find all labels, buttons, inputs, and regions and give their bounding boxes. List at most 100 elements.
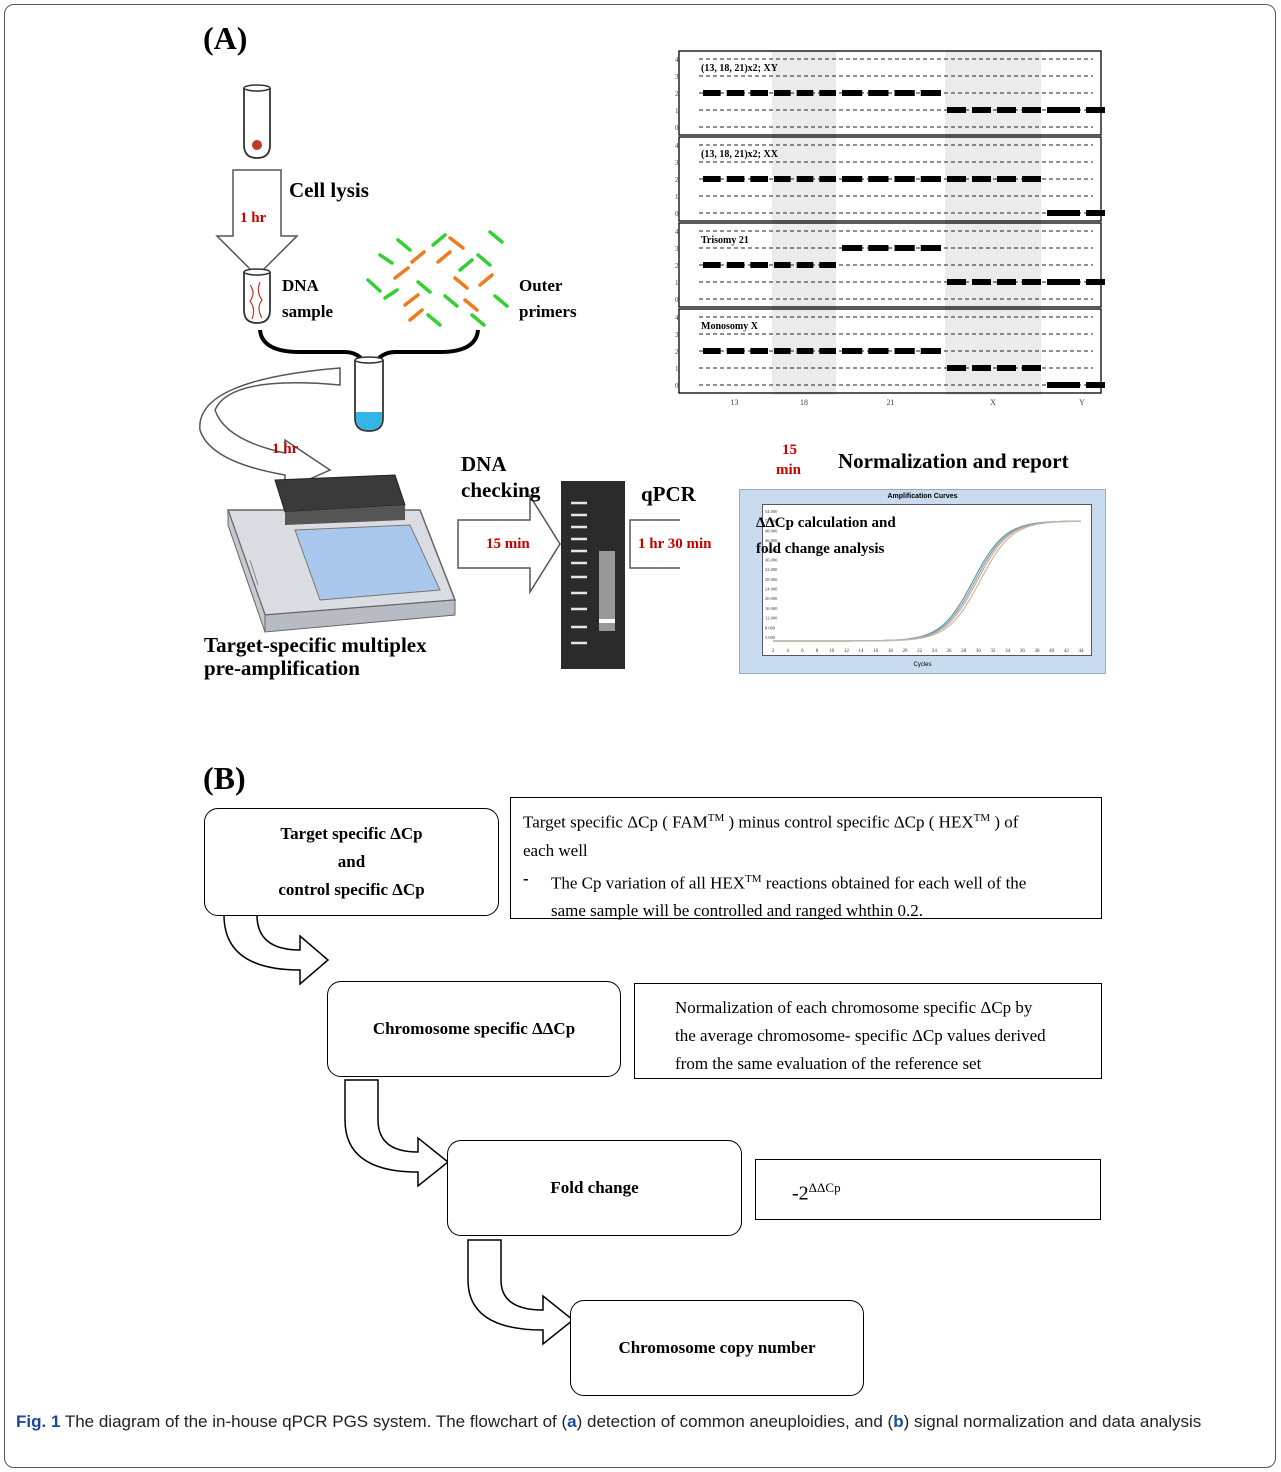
note1-bullet-c: same sample will be controlled and range… xyxy=(551,901,924,921)
copy-bar-18 xyxy=(796,262,814,268)
copy-bar-18 xyxy=(796,348,814,354)
cell-tube-icon xyxy=(243,84,271,159)
copy-bar-21 xyxy=(920,176,941,182)
note1-sup3: TM xyxy=(745,872,762,885)
copy-bar-21 xyxy=(894,176,915,182)
copy-bar-21 xyxy=(894,348,915,354)
caption-text-c: ) signal normalization and data analysis xyxy=(903,1412,1202,1431)
copy-bar-13 xyxy=(726,176,745,182)
copy-y-tick: 2 xyxy=(675,176,679,184)
copy-y-tick: 3 xyxy=(675,331,679,339)
note1-line2: each well xyxy=(523,840,588,860)
amp-x-tick: 6 xyxy=(801,649,804,654)
copy-bar-X xyxy=(997,365,1016,371)
copy-bar-18 xyxy=(819,262,836,268)
copy-bar-Y xyxy=(1047,210,1080,216)
gel-image xyxy=(561,481,625,669)
step-fold-change: Fold change xyxy=(447,1140,742,1236)
lysis-down-arrow xyxy=(215,169,299,278)
copy-x-tick: 13 xyxy=(731,398,739,407)
step1-line3: control specific ΔCp xyxy=(278,880,425,899)
amp-y-tick: 24.000 xyxy=(765,587,778,592)
copy-bar-Y xyxy=(1047,279,1080,285)
copy-y-tick: 1 xyxy=(675,279,679,287)
copy-bar-13 xyxy=(726,90,745,96)
flow-arrow-3 xyxy=(467,1239,575,1346)
step-chromosome-ddcp: Chromosome specific ΔΔCp xyxy=(327,981,621,1077)
amp-y-tick: 52.000 xyxy=(765,519,778,524)
copy-bar-18 xyxy=(796,176,814,182)
copy-panel-title: Trisomy 21 xyxy=(701,235,749,246)
amp-x-tick: 24 xyxy=(932,649,938,654)
note1-bullet-b: reactions obtained for each well of the xyxy=(761,873,1027,893)
figure-caption: Fig. 1 The diagram of the in-house qPCR … xyxy=(16,1410,1266,1434)
copy-y-tick: 4 xyxy=(675,56,679,64)
copy-bar-X xyxy=(947,107,966,113)
copy-x-tick: X xyxy=(990,398,996,407)
outer-primers-label-1: Outer xyxy=(519,276,563,295)
mix-tube-icon xyxy=(354,356,384,432)
copy-bar-18 xyxy=(796,90,814,96)
note3-base: -2 xyxy=(792,1182,809,1205)
note2-line2: the average chromosome- specific ΔCp val… xyxy=(675,1026,1046,1045)
amp-y-tick: 28.000 xyxy=(765,577,778,582)
note1-sup1: TM xyxy=(707,812,725,824)
note-fold-change-formula: -2ΔΔCp xyxy=(755,1159,1101,1220)
amp-x-tick: 16 xyxy=(873,649,879,654)
copy-bar-X xyxy=(972,365,991,371)
copy-bar-X xyxy=(1022,279,1041,285)
amp-x-tick: 36 xyxy=(1020,649,1026,654)
note1-bullet-dash: - xyxy=(523,868,529,888)
copy-bar-21 xyxy=(868,245,889,251)
panel-a-label: (A) xyxy=(203,20,248,56)
copy-bar-13 xyxy=(750,348,768,354)
qpcr-time: 1 hr 30 min xyxy=(638,536,712,552)
copy-bar-X xyxy=(947,176,966,182)
copy-bar-X xyxy=(972,107,991,113)
figure-frame xyxy=(4,4,1276,1468)
copy-panel-title: (13, 18, 21)x2; XY xyxy=(701,63,779,74)
dna-checking-label-2: checking xyxy=(461,478,541,502)
copy-bar-X xyxy=(997,176,1016,182)
copy-y-tick: 3 xyxy=(675,159,679,167)
ddcp-text-2: fold change analysis xyxy=(756,541,885,557)
copy-bar-18 xyxy=(774,348,791,354)
amp-y-tick: 54.000 xyxy=(765,509,778,514)
copy-bar-Y xyxy=(1086,107,1105,113)
amp-x-tick: 26 xyxy=(947,649,953,654)
amp-y-tick: 36.000 xyxy=(765,557,778,562)
copy-panel-title: Monosomy X xyxy=(701,321,759,332)
copy-bar-13 xyxy=(703,348,721,354)
amp-y-tick: 16.000 xyxy=(765,606,778,611)
thermocycler-icon xyxy=(226,474,457,633)
lysis-time: 1 hr xyxy=(240,210,267,226)
copy-panel-title: (13, 18, 21)x2; XX xyxy=(701,149,779,160)
copy-bar-Y xyxy=(1086,279,1105,285)
copy-y-tick: 2 xyxy=(675,90,679,98)
copy-bar-13 xyxy=(703,262,721,268)
cell-lysis-label: Cell lysis xyxy=(289,178,369,202)
amp-y-tick: 46.000 xyxy=(765,538,778,543)
qpcr-arrow xyxy=(629,519,680,569)
copy-bar-13 xyxy=(703,90,721,96)
copy-x-tick: 21 xyxy=(887,398,895,407)
dna-sample-label-2: sample xyxy=(282,302,333,321)
amp-x-tick: 44 xyxy=(1079,649,1085,654)
primers-icon xyxy=(366,230,509,327)
copy-panel-frame xyxy=(678,308,1102,394)
norm-time-2: min xyxy=(776,462,802,478)
preamp-label-2: pre-amplification xyxy=(204,656,360,680)
copy-bar-21 xyxy=(894,245,915,251)
dna-checking-label-1: DNA xyxy=(461,452,507,476)
preamp-label-1: Target-specific multiplex xyxy=(204,633,427,657)
copy-bar-Y xyxy=(1086,210,1105,216)
note1-sup2: TM xyxy=(973,812,991,824)
copy-bar-21 xyxy=(842,90,863,96)
copy-bar-X xyxy=(1022,365,1041,371)
note-normalization: Normalization of each chromosome specifi… xyxy=(634,983,1102,1079)
note2-line3: from the same evaluation of the referenc… xyxy=(675,1054,982,1073)
amp-y-tick: 12.000 xyxy=(765,616,778,621)
